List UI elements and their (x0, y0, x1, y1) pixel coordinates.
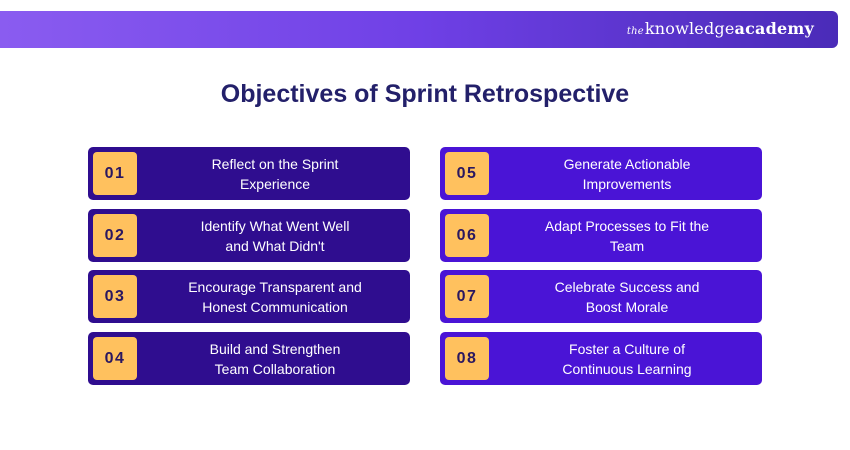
objective-number: 04 (93, 337, 137, 380)
brand-logo: theknowledgeacademy (627, 19, 814, 38)
brand-the: the (626, 26, 644, 37)
objective-text: Encourage Transparent and Honest Communi… (188, 278, 362, 315)
objective-text: Build and Strengthen Team Collaboration (209, 340, 341, 377)
objective-item-02: 02 Identify What Went Well and What Didn… (88, 209, 410, 262)
objective-item-06: 06 Adapt Processes to Fit the Team (440, 209, 762, 262)
objective-number: 02 (93, 214, 137, 257)
objective-number: 07 (445, 275, 489, 318)
objective-number: 08 (445, 337, 489, 380)
objective-item-05: 05 Generate Actionable Improvements (440, 147, 762, 200)
brand-academy: academy (734, 19, 814, 38)
objective-text: Celebrate Success and Boost Morale (554, 278, 700, 315)
objective-number: 01 (93, 152, 137, 195)
objective-item-03: 03 Encourage Transparent and Honest Comm… (88, 270, 410, 323)
objective-text: Identify What Went Well and What Didn't (200, 217, 350, 254)
header-banner: theknowledgeacademy (0, 11, 838, 48)
objective-text: Generate Actionable Improvements (563, 155, 691, 192)
objective-text: Foster a Culture of Continuous Learning (562, 340, 692, 377)
objective-item-01: 01 Reflect on the Sprint Experience (88, 147, 410, 200)
objective-text: Adapt Processes to Fit the Team (544, 217, 710, 254)
objective-item-08: 08 Foster a Culture of Continuous Learni… (440, 332, 762, 385)
objective-item-04: 04 Build and Strengthen Team Collaborati… (88, 332, 410, 385)
objective-item-07: 07 Celebrate Success and Boost Morale (440, 270, 762, 323)
objective-number: 03 (93, 275, 137, 318)
objective-number: 05 (445, 152, 489, 195)
brand-knowledge: knowledge (644, 19, 735, 38)
page-title: Objectives of Sprint Retrospective (220, 80, 630, 108)
objective-text: Reflect on the Sprint Experience (211, 155, 339, 192)
objective-number: 06 (445, 214, 489, 257)
